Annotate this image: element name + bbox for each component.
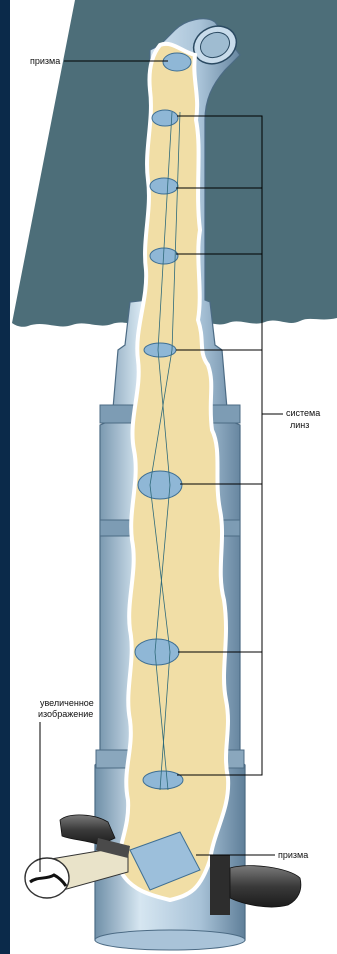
top-prism bbox=[163, 53, 191, 71]
label-lens-system-line1: система bbox=[286, 408, 320, 418]
label-magnified-line2: изображение bbox=[38, 709, 93, 719]
lens-2 bbox=[150, 178, 178, 194]
lens-1 bbox=[152, 110, 178, 126]
label-prism-top: призма bbox=[30, 56, 60, 66]
lens-7 bbox=[143, 771, 183, 789]
lens-6 bbox=[135, 639, 179, 665]
label-lens-system-line2: линз bbox=[290, 420, 309, 430]
label-magnified-line1: увеличенное bbox=[40, 698, 94, 708]
label-prism-bottom: призма bbox=[278, 850, 308, 860]
lens-5 bbox=[138, 471, 182, 499]
